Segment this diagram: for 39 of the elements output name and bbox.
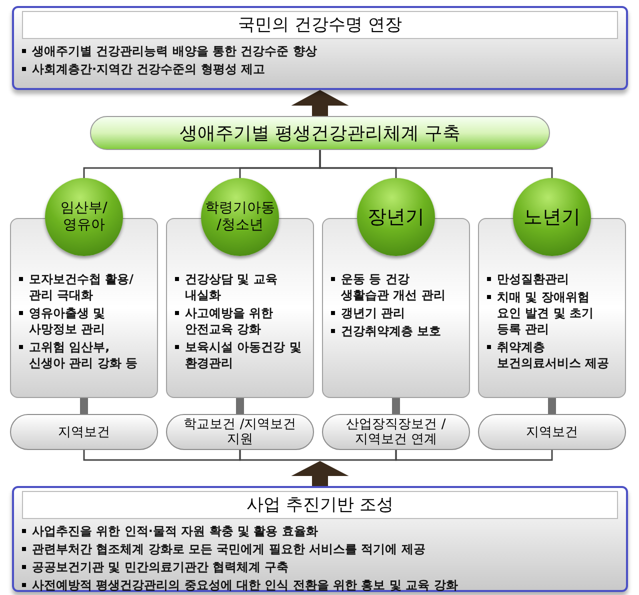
- stage-card: [166, 218, 314, 398]
- bullet-text: 치매 및 장애위험 요인 발견 및 초기 등록 관리: [497, 289, 595, 337]
- sector-pill: 지역보건: [10, 414, 158, 450]
- bullet-text: 고위험 임산부, 신생아 관리 강화 등: [29, 339, 139, 371]
- bracket-line: [395, 450, 553, 461]
- goal-panel: [12, 6, 628, 90]
- bracket-line: [239, 450, 397, 461]
- bullet-text: 보육시설 아동건강 및 환경관리: [185, 339, 302, 371]
- bullet-text: 건강상담 및 교육 내실화: [185, 271, 278, 303]
- bullet-text: 취약계층 보건의료서비스 제공: [497, 339, 610, 371]
- title-pill: 생애주기별 평생건강관리체계 구축: [90, 116, 550, 150]
- panel-heading: 국민의 건강수명 연장: [22, 11, 618, 39]
- bullet-text: 사전예방적 평생건강관리의 중요성에 대한 인식 전환을 위한 홍보 및 교육 강화: [32, 577, 458, 593]
- connector: [319, 150, 553, 178]
- bullet-text: 사업추진을 위한 인적·물적 자원 확충 및 활용 효율화: [32, 523, 318, 539]
- bullet-text: 생애주기별 건강관리능력 배양을 통한 건강수준 향상: [32, 43, 317, 59]
- block-arrow: [291, 90, 349, 116]
- bullet-text: 관련부처간 협조체계 강화로 모든 국민에게 필요한 서비스를 적기에 제공: [32, 541, 426, 557]
- bullet-text: 영유아출생 및 사망정보 관리: [29, 305, 106, 337]
- sector-pill: 산업장직장보건 /지역보건 연계: [322, 414, 470, 450]
- stage-card: [10, 218, 158, 398]
- connector: [236, 398, 244, 414]
- connector: [548, 398, 556, 414]
- bullet-text: 공공보건기관 및 민간의료기관간 협력체계 구축: [32, 559, 289, 575]
- block-arrow: [291, 461, 349, 486]
- bullet-text: 모자보건수첩 활용/관리 극대화: [29, 271, 135, 303]
- sector-pill: 학교보건 /지역보건 지원: [166, 414, 314, 450]
- bracket-line: [83, 450, 241, 461]
- connector: [392, 398, 400, 414]
- connector: [80, 398, 88, 414]
- bullet-text: 건강취약계층 보호: [341, 323, 442, 339]
- bullet-text: 만성질환관리: [497, 271, 569, 287]
- panel-heading: 사업 추진기반 조성: [22, 491, 618, 519]
- bullet-text: 갱년기 관리: [341, 305, 406, 321]
- bullet-text: 운동 등 건강 생활습관 개선 관리: [341, 271, 446, 303]
- bullet-text: 사회계층간·지역간 건강수준의 형평성 제고: [32, 61, 266, 77]
- bullet-text: 사고예방을 위한 안전교육 강화: [185, 305, 274, 337]
- sector-pill: 지역보건: [478, 414, 626, 450]
- goal-panel: [12, 486, 628, 592]
